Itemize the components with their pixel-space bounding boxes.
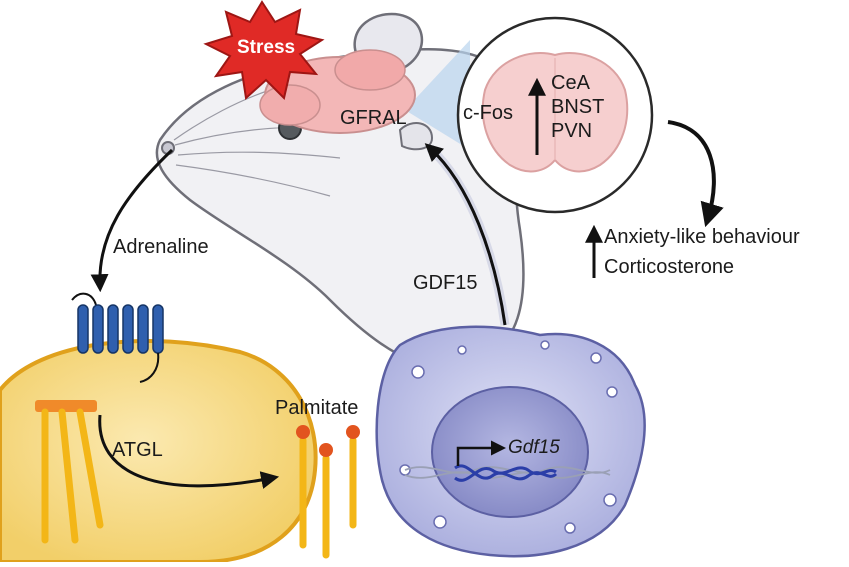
receptor-icon bbox=[71, 292, 164, 383]
cfos-label: c-Fos bbox=[463, 102, 513, 124]
atgl-label: ATGL bbox=[112, 439, 163, 461]
corticosterone-label: Corticosterone bbox=[604, 256, 735, 278]
arrow-to-anxiety bbox=[667, 120, 724, 228]
stress-label: Stress bbox=[237, 37, 296, 58]
arrow-adrenaline bbox=[90, 148, 174, 293]
pvn-label: PVN bbox=[551, 120, 593, 142]
cea-label: CeA bbox=[551, 72, 590, 94]
brain-icon bbox=[259, 49, 416, 134]
arrow-gdf15 bbox=[424, 143, 507, 326]
stress-burst-icon bbox=[203, 0, 325, 100]
adrenaline-label: Adrenaline bbox=[113, 236, 209, 258]
gfral-label: GFRAL bbox=[340, 107, 407, 129]
bnst-label: BNST bbox=[551, 96, 605, 118]
anxiety-label: Anxiety-like behaviour bbox=[604, 226, 800, 248]
dna-icon bbox=[404, 464, 611, 482]
gdf15-gene-label: Gdf15 bbox=[508, 437, 560, 458]
gene-promoter-arrow-icon bbox=[456, 440, 506, 466]
palmitate-label: Palmitate bbox=[275, 397, 359, 419]
palmitate-molecule-icon bbox=[296, 425, 360, 559]
macrophage-icon bbox=[375, 325, 646, 558]
gdf15-label: GDF15 bbox=[413, 272, 478, 294]
lipid-droplet-icon bbox=[35, 400, 104, 544]
arrow-atgl bbox=[98, 414, 280, 489]
projection-cone bbox=[405, 40, 470, 150]
